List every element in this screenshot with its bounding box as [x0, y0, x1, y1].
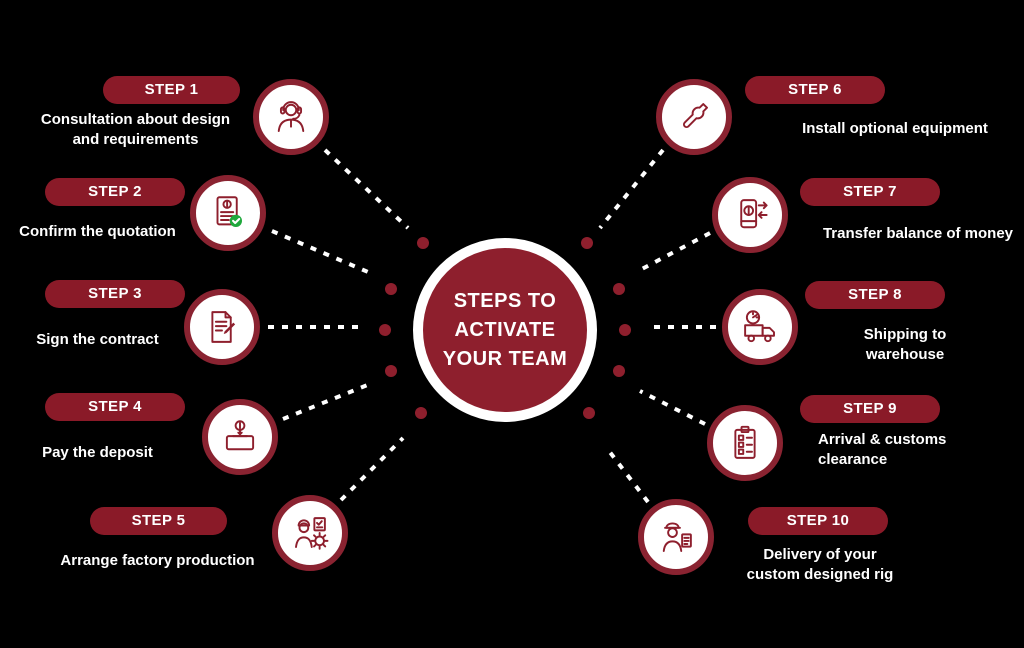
center-title-circle: STEPS TO ACTIVATE YOUR TEAM [413, 238, 597, 422]
center-title-line: STEPS TO [453, 289, 557, 312]
center-title-line: ACTIVATE [454, 318, 556, 341]
center-title-line: YOUR TEAM [442, 347, 568, 370]
connector-dots [379, 237, 631, 419]
